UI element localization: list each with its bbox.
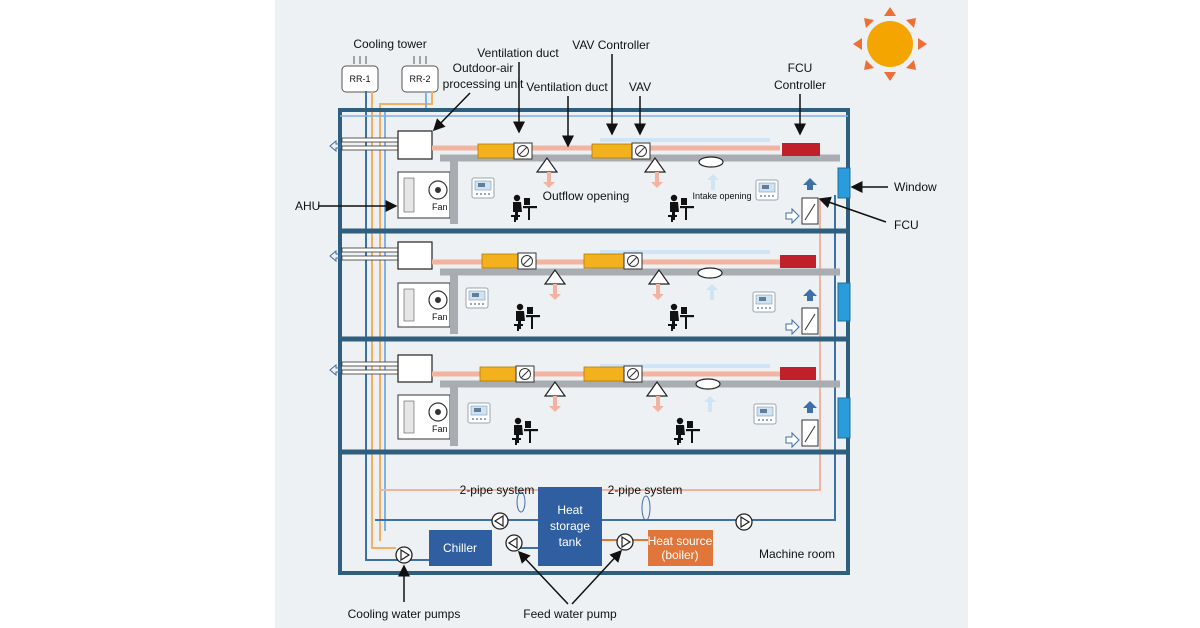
cooling-water-pumps-label: Cooling water pumps <box>348 607 461 621</box>
annotations: Outdoor-air processing unit Ventilation … <box>295 38 937 621</box>
outdoor-air-unit <box>397 354 433 383</box>
sun-icon <box>853 7 927 81</box>
machine-room-label: Machine room <box>759 547 835 561</box>
cooling-tower-label: Cooling tower <box>353 37 426 51</box>
ahu-label: AHU <box>295 199 320 213</box>
vav-unit <box>477 143 515 159</box>
fcu-controller-box <box>782 143 820 156</box>
pipe-system-loop-right <box>641 495 651 521</box>
thermostat-icon <box>471 177 495 199</box>
heat-storage-label-1: Heat <box>557 503 583 517</box>
fan-label: Fan <box>432 202 448 212</box>
outdoor-air-unit <box>397 241 433 270</box>
machine-room: Chiller Heat storage tank Heat source (b… <box>395 483 835 566</box>
fcu-unit <box>801 419 819 447</box>
pipe-system-right-label: 2-pipe system <box>608 483 683 497</box>
pump-icon <box>395 546 413 564</box>
thermostat-icon <box>467 402 491 424</box>
fcu-controller-label-2: Controller <box>774 78 826 92</box>
cooling-tower-unit-1-label: RR-1 <box>349 74 370 84</box>
intake-opening-grille <box>698 156 724 168</box>
chiller-label: Chiller <box>443 541 477 555</box>
thermostat-icon <box>752 291 776 313</box>
background-panel <box>275 0 968 628</box>
pump-icon <box>616 533 634 551</box>
floor-1: Fan <box>329 130 851 225</box>
damper-icon <box>623 252 643 270</box>
vav-unit <box>481 253 519 269</box>
window <box>837 397 851 439</box>
pipe-system-left-label: 2-pipe system <box>460 483 535 497</box>
heat-storage-label-3: tank <box>559 535 583 549</box>
damper-icon <box>517 252 537 270</box>
airflow-arrow-icon <box>329 363 341 377</box>
ventilation-duct-mid-label: Ventilation duct <box>526 80 608 94</box>
pump-icon <box>491 512 509 530</box>
fan-label: Fan <box>432 424 448 434</box>
vav-unit <box>479 366 517 382</box>
vav-label: VAV <box>629 80 651 94</box>
intake-opening-grille <box>695 378 721 390</box>
building-frame <box>338 108 850 575</box>
floor-3: Fan <box>329 354 851 449</box>
fcu-controller-box <box>780 255 816 268</box>
floor-2: Fan <box>329 241 851 336</box>
vav-unit <box>591 143 633 159</box>
boiler-label-1: Heat source <box>648 534 713 548</box>
intake-opening-label: Intake opening <box>692 191 751 201</box>
chiller-box <box>429 530 492 566</box>
window <box>837 282 851 322</box>
fcu-controller-label-1: FCU <box>788 61 813 75</box>
thermostat-icon <box>465 287 489 309</box>
vav-controller-label: VAV Controller <box>572 38 650 52</box>
boiler-label-2: (boiler) <box>661 548 698 562</box>
damper-icon <box>513 142 533 160</box>
cooling-tower-group: Cooling tower RR-1 RR-2 <box>341 37 439 93</box>
window-label: Window <box>894 180 937 194</box>
fcu-unit <box>801 197 819 225</box>
heat-storage-label-2: storage <box>550 519 590 533</box>
airflow-arrow-icon <box>329 139 341 153</box>
fan-label: Fan <box>432 312 448 322</box>
ahu-unit: Fan <box>397 282 451 328</box>
outdoor-air-unit <box>397 130 433 160</box>
damper-icon <box>631 142 651 160</box>
heat-storage-tank-box <box>538 487 602 566</box>
window <box>837 167 851 199</box>
intake-opening-grille <box>697 267 723 279</box>
thermostat-icon <box>753 403 777 425</box>
thermostat-icon <box>755 179 779 201</box>
damper-icon <box>515 365 535 383</box>
cooling-tower-unit-1: RR-1 <box>341 56 379 93</box>
airflow-arrow-icon <box>329 249 341 263</box>
vav-unit <box>583 253 625 269</box>
ventilation-duct-top-label: Ventilation duct <box>477 46 559 60</box>
cooling-tower-unit-2: RR-2 <box>401 56 439 93</box>
ahu-unit: Fan <box>397 171 451 219</box>
outdoor-air-label-2: processing unit <box>443 77 524 91</box>
cooling-tower-unit-2-label: RR-2 <box>409 74 430 84</box>
pump-icon <box>505 534 523 552</box>
pump-icon <box>735 513 753 531</box>
outdoor-air-label-1: Outdoor-air <box>453 61 514 75</box>
fcu-label: FCU <box>894 218 919 232</box>
ahu-unit: Fan <box>397 394 451 440</box>
vav-unit <box>583 366 625 382</box>
damper-icon <box>623 365 643 383</box>
feed-water-pump-label: Feed water pump <box>523 607 617 621</box>
boiler-box <box>648 530 713 566</box>
pipe-system-loop-left <box>516 491 526 513</box>
outflow-opening-label: Outflow opening <box>543 189 630 203</box>
fcu-unit <box>801 307 819 335</box>
fcu-controller-box <box>780 367 816 380</box>
